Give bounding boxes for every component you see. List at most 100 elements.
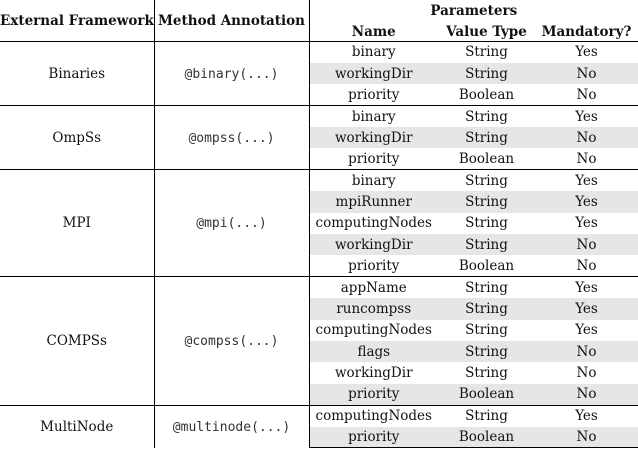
parameter-value-type: String bbox=[438, 169, 535, 192]
parameter-name: priority bbox=[348, 150, 400, 167]
parameter-value-type: String bbox=[465, 322, 508, 339]
parameter-value-type: Boolean bbox=[458, 150, 515, 167]
parameter-mandatory: No bbox=[576, 86, 597, 103]
parameter-name: priority bbox=[309, 426, 438, 449]
method-annotation: @multinode(...) bbox=[172, 419, 291, 435]
parameter-value-type: String bbox=[438, 298, 535, 320]
parameter-value-type: String bbox=[438, 276, 535, 299]
framework-name: MultiNode bbox=[0, 404, 155, 448]
header-method-annotation: Method Annotation bbox=[154, 0, 310, 42]
parameter-name: mpiRunner bbox=[309, 191, 438, 213]
method-annotation-cell: @mpi(...) bbox=[154, 169, 310, 277]
table-row: computingNodes String Yes bbox=[0, 213, 638, 234]
parameter-value-type: String bbox=[438, 234, 535, 256]
parameter-value-type: String bbox=[438, 105, 535, 128]
parameter-value-type: String bbox=[438, 404, 535, 427]
parameter-name: runcompss bbox=[309, 298, 438, 320]
table-row: priority Boolean No bbox=[0, 148, 638, 169]
parameter-value-type: String bbox=[438, 340, 535, 363]
parameter-mandatory: No bbox=[576, 150, 597, 167]
method-annotation-cell: @ompss(...) bbox=[154, 105, 310, 170]
header-mandatory: Mandatory? bbox=[535, 22, 638, 42]
parameter-name: computingNodes bbox=[315, 215, 432, 232]
parameter-mandatory: Yes bbox=[535, 298, 638, 320]
parameter-value-type: String bbox=[438, 191, 535, 213]
parameter-name: flags bbox=[309, 340, 438, 363]
parameter-name: binary bbox=[309, 105, 438, 128]
header-external-framework: External Framework bbox=[0, 0, 155, 42]
framework-name: OmpSs bbox=[0, 105, 155, 170]
table-row: priority Boolean No bbox=[0, 84, 638, 105]
method-annotation: @ompss(...) bbox=[188, 130, 275, 146]
parameter-mandatory: Yes bbox=[575, 215, 598, 232]
parameter-mandatory: Yes bbox=[535, 169, 638, 192]
parameter-mandatory: No bbox=[576, 365, 597, 382]
parameter-name: workingDir bbox=[334, 365, 413, 382]
parameter-name: priority bbox=[348, 257, 400, 274]
header-name: Name bbox=[309, 22, 438, 42]
parameter-name: workingDir bbox=[309, 62, 438, 85]
parameter-mandatory: No bbox=[576, 257, 597, 274]
method-annotation-cell: @multinode(...) bbox=[154, 404, 310, 448]
parameter-mandatory: Yes bbox=[575, 322, 598, 339]
parameter-name: computingNodes bbox=[315, 322, 432, 339]
parameter-mandatory: No bbox=[535, 383, 638, 406]
parameter-name: appName bbox=[309, 276, 438, 299]
method-annotation: @compss(...) bbox=[184, 333, 279, 349]
parameter-mandatory: No bbox=[535, 127, 638, 149]
framework-name: Binaries bbox=[0, 40, 155, 106]
method-annotation: @mpi(...) bbox=[196, 216, 267, 232]
parameter-mandatory: Yes bbox=[535, 276, 638, 299]
table-row: computingNodes String Yes bbox=[0, 320, 638, 341]
parameter-mandatory: No bbox=[535, 62, 638, 85]
framework-name: MPI bbox=[0, 169, 155, 277]
parameter-mandatory: Yes bbox=[535, 40, 638, 63]
parameter-value-type: Boolean bbox=[438, 426, 535, 449]
header-value-type: Value Type bbox=[438, 22, 535, 42]
parameter-value-type: Boolean bbox=[458, 86, 515, 103]
parameter-name: workingDir bbox=[309, 234, 438, 256]
parameter-value-type: Boolean bbox=[438, 383, 535, 406]
table-header: External Framework Method Annotation Par… bbox=[0, 0, 638, 42]
parameter-name: computingNodes bbox=[309, 404, 438, 427]
parameter-mandatory: No bbox=[535, 340, 638, 363]
parameter-mandatory: Yes bbox=[535, 105, 638, 128]
parameter-value-type: String bbox=[465, 215, 508, 232]
framework-name: COMPSs bbox=[0, 276, 155, 406]
parameter-value-type: String bbox=[438, 127, 535, 149]
table-row: workingDir String No bbox=[0, 362, 638, 383]
parameter-mandatory: Yes bbox=[535, 191, 638, 213]
method-annotation-cell: @compss(...) bbox=[154, 276, 310, 406]
parameter-value-type: Boolean bbox=[458, 257, 515, 274]
table-row: priority Boolean No bbox=[0, 255, 638, 276]
parameter-mandatory: No bbox=[535, 234, 638, 256]
parameter-name: workingDir bbox=[309, 127, 438, 149]
parameter-value-type: String bbox=[465, 365, 508, 382]
parameter-name: priority bbox=[309, 383, 438, 406]
method-annotation: @binary(...) bbox=[184, 66, 279, 82]
parameter-mandatory: No bbox=[535, 426, 638, 449]
method-annotation-cell: @binary(...) bbox=[154, 40, 310, 106]
parameter-value-type: String bbox=[438, 40, 535, 63]
parameter-name: binary bbox=[309, 40, 438, 63]
parameter-mandatory: Yes bbox=[535, 404, 638, 427]
parameter-name: priority bbox=[348, 86, 400, 103]
parameter-name: binary bbox=[309, 169, 438, 192]
header-parameters: Parameters bbox=[430, 3, 518, 19]
parameter-value-type: String bbox=[438, 62, 535, 85]
